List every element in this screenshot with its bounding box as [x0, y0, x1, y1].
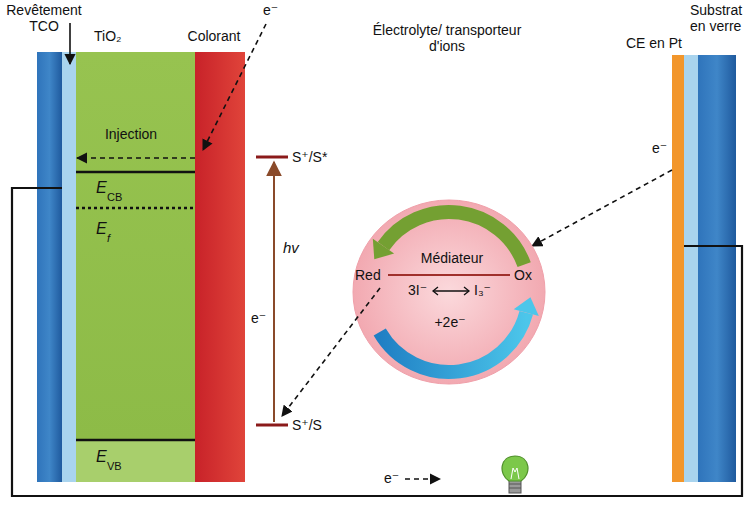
glass-substrate-left — [37, 52, 62, 482]
energy-level-label: S⁺/S — [292, 417, 322, 433]
electron-count-label: +2e⁻ — [434, 314, 465, 330]
species-label: 3I⁻ — [408, 282, 427, 298]
process-label: Injection — [105, 126, 157, 142]
energy-label: E — [96, 221, 107, 237]
mediator-label: Médiateur — [421, 250, 483, 266]
electrolyte-circle-shape — [353, 200, 545, 384]
electron-label: e⁻ — [251, 310, 266, 326]
electron-label: e⁻ — [263, 2, 278, 18]
glass-substrate: Substrat en verre — [698, 55, 736, 482]
electron-transfer-arrow — [77, 157, 195, 159]
tio2-layer: TiO₂Injection — [76, 52, 195, 482]
part-label: CE en Pt — [626, 35, 682, 51]
excited-level-line — [256, 156, 288, 159]
mediator-level-line — [388, 274, 510, 276]
counter-electrode: CE en Pt — [672, 55, 684, 482]
energy-subscript: VB — [107, 458, 122, 474]
energy-subscript: CB — [107, 189, 122, 205]
tio2-layer — [76, 52, 195, 440]
glass-substrate-right — [698, 55, 736, 482]
electrolyte-outline — [352, 198, 546, 386]
electron-transfer-arrow — [532, 170, 672, 246]
redox-label: Red — [355, 267, 381, 283]
tco-layer-right — [684, 55, 698, 482]
redox-label: Ox — [514, 267, 532, 283]
energy-label: E — [96, 180, 107, 196]
electrolyte-circle: Électrolyte/ transporteur d'ionsRedMédia… — [352, 198, 546, 386]
equilibrium-arrow — [433, 287, 469, 295]
ground-level-line — [256, 424, 288, 427]
current-arrow — [405, 478, 440, 480]
valence-band-line — [76, 439, 195, 442]
valence-band-region — [76, 440, 195, 482]
circuit-wire — [12, 188, 742, 496]
oxidation-cycle-arrow-head — [373, 239, 394, 260]
energy-label: E — [96, 449, 107, 465]
conduction-band-line — [76, 171, 195, 174]
electron-label: e⁻ — [652, 140, 667, 156]
excitation-arrow — [273, 162, 275, 422]
photon-label: hv — [283, 240, 299, 256]
fermi-level-line — [76, 207, 195, 210]
reduction-cycle-arrow — [380, 313, 527, 372]
energy-level-label: S⁺/S* — [292, 149, 327, 165]
regeneration-arrow — [282, 288, 380, 416]
electron-label: e⁻ — [384, 470, 399, 486]
species-label: I₃⁻ — [474, 282, 491, 298]
part-label: TiO₂ — [94, 28, 121, 44]
pt-layer — [672, 55, 684, 482]
tco-layer — [62, 52, 76, 482]
energy-subscript: f — [107, 230, 110, 246]
leader-arrow — [69, 23, 71, 64]
part-label: Substrat en verre — [690, 2, 748, 34]
tco-coating: Revêtement TCO — [62, 52, 76, 482]
part-label: Colorant — [188, 28, 241, 44]
light-bulb — [502, 456, 528, 493]
dye-layer: Colorant — [195, 52, 245, 482]
reduction-cycle-arrow-head — [514, 297, 539, 316]
part-label: Revêtement TCO — [2, 2, 86, 34]
part-label: Électrolyte/ transporteur d'ions — [362, 22, 532, 54]
